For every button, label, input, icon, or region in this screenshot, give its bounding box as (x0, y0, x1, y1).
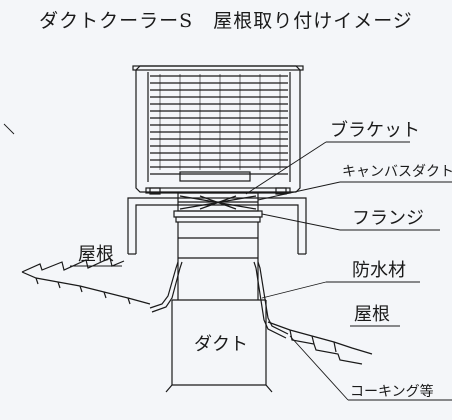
labels: ブラケット キャンバスダクト フランジ 防水材 屋根 屋根 ダクト コーキング等 (78, 119, 452, 400)
label-canvas-duct: キャンバスダクト (342, 164, 452, 180)
canvas-duct (177, 192, 259, 212)
roof-left (21, 257, 151, 305)
label-flange: フランジ (352, 208, 424, 229)
label-waterproof: 防水材 (352, 260, 406, 281)
roof-right (267, 321, 373, 365)
label-duct: ダクト (194, 334, 248, 355)
label-roof-right: 屋根 (354, 304, 390, 325)
bracket (127, 197, 307, 255)
cooler-unit (132, 65, 304, 195)
label-caulking: コーキング等 (350, 383, 434, 400)
diagram-title: ダクトクーラーS 屋根取り付けイメージ (39, 10, 413, 32)
label-bracket: ブラケット (330, 119, 420, 141)
label-roof-left: 屋根 (78, 244, 114, 265)
cooler-louvers (150, 74, 288, 175)
flange (173, 210, 263, 223)
waterproofing (149, 261, 289, 339)
duct (165, 222, 273, 393)
leader-lines (3, 123, 452, 401)
